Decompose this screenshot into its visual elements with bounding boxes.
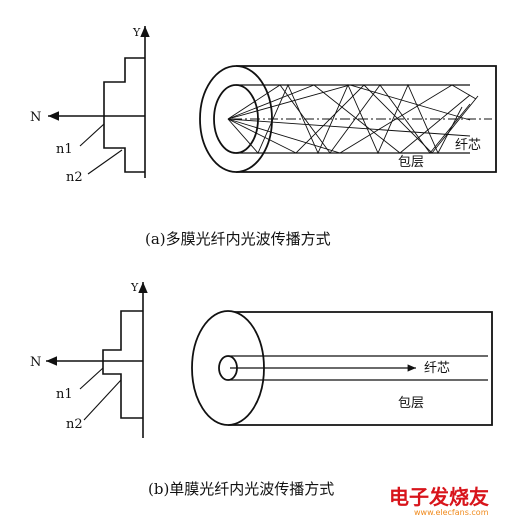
fiber-b — [191, 310, 493, 426]
profile-step-a — [103, 57, 145, 173]
n2-leader-b — [83, 379, 122, 421]
cladding-label-b: 包层 — [398, 396, 424, 411]
y-label-a: Y — [132, 26, 141, 39]
n2-leader-a — [87, 149, 123, 175]
y-label-b: Y — [130, 281, 139, 294]
diagram-b: Y N n1 n2 纤芯 包层 (b)单膜光纤内光波传播方式 — [30, 281, 493, 498]
n2-label-b: n2 — [66, 417, 83, 432]
n1-leader-b — [79, 367, 104, 390]
cladding-outline-b — [228, 311, 493, 426]
rays-a — [227, 83, 479, 155]
cladding-outline-a — [236, 65, 497, 173]
index-profile-b — [46, 282, 148, 438]
index-profile-a — [48, 26, 150, 178]
core-boundary-b — [228, 355, 488, 381]
watermark-logo: 电子发烧友 — [389, 485, 489, 509]
core-label-b: 纤芯 — [424, 361, 450, 376]
caption-a: (a)多膜光纤内光波传播方式 — [145, 230, 331, 248]
cladding-label-a: 包层 — [398, 155, 424, 170]
n-label-b: N — [30, 355, 41, 370]
n2-label-a: n2 — [66, 170, 83, 185]
core-label-a: 纤芯 — [455, 138, 481, 153]
n1-label-b: n1 — [56, 387, 73, 402]
diagram-a: Y N n1 n2 纤芯 包层 (a)多膜光纤内光波传播方式 — [30, 26, 497, 248]
core-boundary-a — [236, 84, 470, 154]
watermark: 电子发烧友 www.elecfans.com — [389, 485, 489, 517]
watermark-url: www.elecfans.com — [414, 508, 489, 517]
caption-b: (b)单膜光纤内光波传播方式 — [148, 480, 334, 498]
n1-leader-a — [79, 123, 105, 147]
profile-step-b — [102, 310, 143, 419]
fiber-a — [199, 65, 497, 173]
n1-label-a: n1 — [56, 142, 73, 157]
n-label-a: N — [30, 110, 41, 125]
